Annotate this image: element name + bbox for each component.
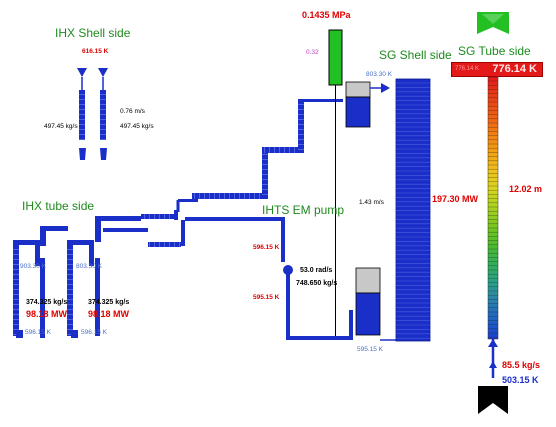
ihx1-outlet-temp: 596.15 K <box>25 329 52 336</box>
ihx2-riser <box>67 240 73 336</box>
sg-power: 197.30 MW <box>432 194 479 204</box>
ihx-shell-tube-left <box>79 90 85 140</box>
ihx1-flow: 374.325 kg/s <box>26 299 68 306</box>
pump-inlet-temp: 596.15 K <box>253 244 280 251</box>
pump-flow: 748.650 kg/s <box>296 280 338 287</box>
ihx2-outlet-temp: 596.15 K <box>81 329 108 336</box>
feedwater-inlet-arrow <box>489 361 497 368</box>
ihx1-riser <box>13 240 19 336</box>
ihx-shell-side-unit <box>77 68 108 160</box>
pump-outlet-temp: 595.15 K <box>253 294 280 301</box>
ihx-tube-side-label: IHX tube side <box>22 199 95 213</box>
ihx1-downcomer <box>40 258 45 338</box>
ihx-shell-tube-right <box>100 90 106 140</box>
ihx-shell-flow-right: 497.45 kg/s <box>120 123 154 130</box>
sg-tube-column <box>487 76 499 340</box>
ihts-em-pump-unit <box>185 217 353 340</box>
ihx2-downcomer <box>95 258 100 336</box>
sg-tube-inlet-temp: 503.15 K <box>502 375 539 385</box>
sg-tube-side-label: SG Tube side <box>458 44 531 58</box>
sg-shell-inlet-temp: 803.30 K <box>366 71 393 78</box>
sg-lower-drum-gas <box>355 267 381 294</box>
ihx-shell-flow-left: 497.45 kg/s <box>44 123 78 130</box>
sg-tube-side-unit <box>477 12 509 414</box>
steam-outlet-funnel <box>477 12 509 34</box>
sg-tube-outlet-temp-box: 776.14 K 776.14 K <box>451 62 543 77</box>
ihx2-inlet-temp: 803.30 K <box>76 263 103 270</box>
sg-tube-length: 12.02 m <box>509 184 543 194</box>
feedwater-inlet-funnel <box>478 386 508 414</box>
sg-shell-velocity: 1.43 m/s <box>359 199 384 206</box>
hot-leg-pipe <box>176 99 343 212</box>
ihx-tube-side-unit <box>13 210 185 338</box>
sg-upper-drum-liquid <box>345 96 371 128</box>
ihx-shell-velocity: 0.76 m/s <box>120 108 145 115</box>
sg-tube-outlet-temp: 776.14 K <box>492 63 537 75</box>
ihx2-power: 98.18 MW <box>88 309 130 319</box>
ihx-shell-inlet-arrow-left <box>77 68 87 77</box>
pump-speed: 53.0 rad/s <box>300 267 333 274</box>
ihts-em-pump-label: IHTS EM pump <box>262 203 345 217</box>
ihx2-flow: 374.325 kg/s <box>88 299 130 306</box>
surge-tank-vessel <box>328 29 343 86</box>
sg-drum-link-arrow <box>381 83 390 93</box>
feedwater-arrow <box>488 339 498 347</box>
sg-shell-outlet-temp: 595.15 K <box>357 346 384 353</box>
sg-shell-side-label: SG Shell side <box>379 48 452 62</box>
pressure-readout: 0.1435 MPa <box>302 10 351 20</box>
ihx1-power: 98.18 MW <box>26 309 68 319</box>
ihx-shell-inlet-temp: 616.15 K <box>82 48 109 55</box>
sg-lower-drum-liquid <box>355 292 381 336</box>
sg-shell-bundle <box>395 78 431 342</box>
ihx-shell-side-label: IHX Shell side <box>55 26 131 40</box>
ihx-shell-outlet-right <box>100 148 107 160</box>
surge-tank <box>328 29 343 338</box>
ihx1-inlet-temp: 903.30 K <box>20 263 47 270</box>
sg-tube-flow: 85.5 kg/s <box>502 360 541 370</box>
sg-upper-drum-gas <box>345 81 371 98</box>
ihx-shell-outlet-left <box>79 148 86 160</box>
sg-drums <box>345 81 397 341</box>
surge-tank-level: 0.32 <box>306 49 319 56</box>
sg-tube-outlet-temp-shadow: 776.14 K <box>455 66 480 72</box>
ihx-shell-inlet-arrow-right <box>98 68 108 77</box>
